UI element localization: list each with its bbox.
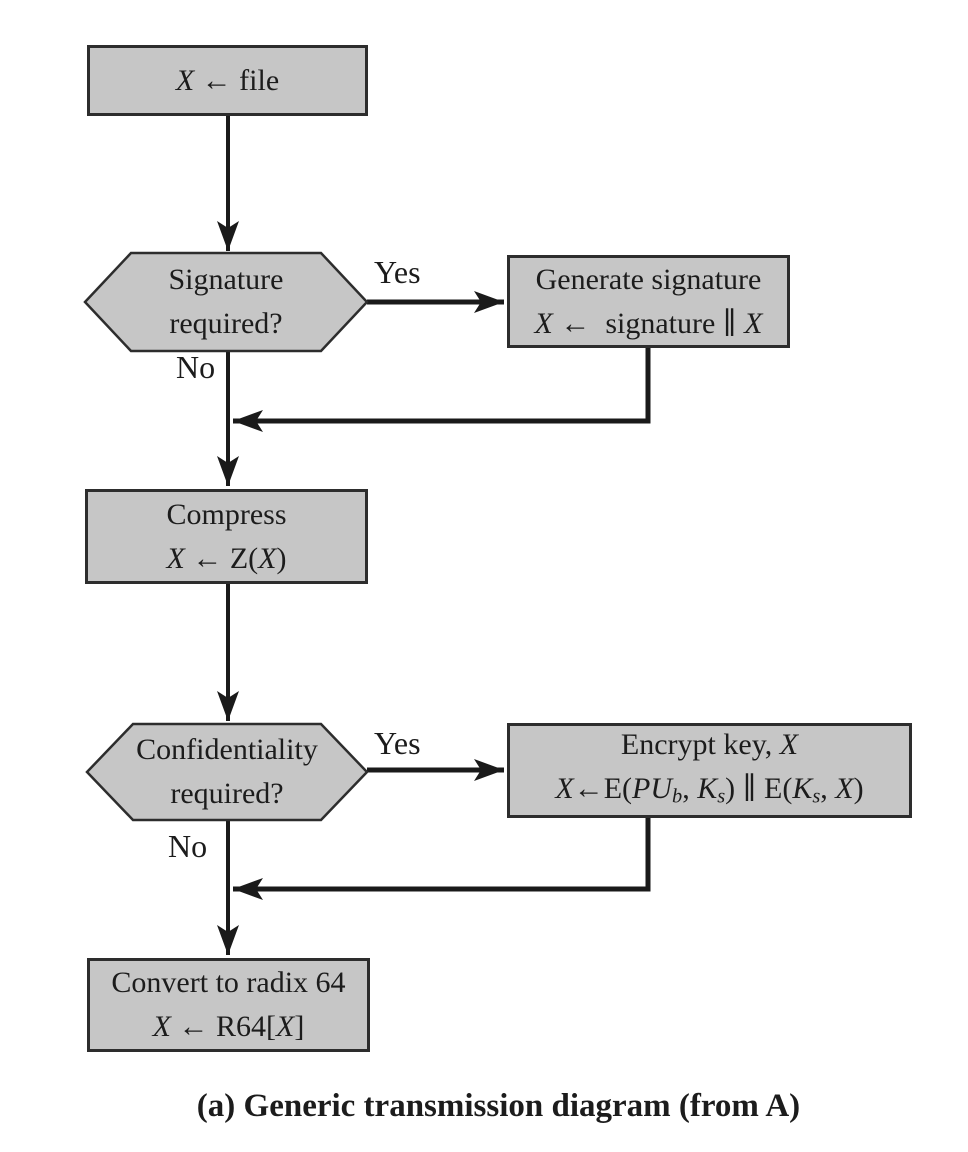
no-label-confidentiality: No <box>168 828 208 864</box>
confidentiality-decision-label: Confidentiality required? <box>87 724 367 820</box>
process-box-file: X ← file <box>87 45 368 116</box>
process-box-encrypt: Encrypt key, X X←E(PUb, Ks) ∥ E(Ks, X) <box>507 723 912 818</box>
signature-decision-line1: Signature <box>168 263 284 296</box>
compress-box-line1: Compress <box>166 497 287 531</box>
generate-box-line2: X ← signature ∥ X <box>534 306 763 340</box>
encrypt-box-line1: Encrypt key, X <box>620 727 799 761</box>
encrypt-box-line2: X←E(PUb, Ks) ∥ E(Ks, X) <box>555 771 864 808</box>
confidentiality-decision-shape <box>85 722 369 822</box>
file-box-text: X ← file <box>175 63 280 97</box>
no-label-signature: No <box>176 349 216 385</box>
signature-decision-shape <box>83 251 369 353</box>
compress-box-line2: X ← Z(X) <box>166 541 287 575</box>
arrow-generate-return <box>233 348 651 432</box>
radix-box-line2: X ← R64[X] <box>152 1010 305 1043</box>
radix-box-line1: Convert to radix 64 <box>111 966 346 999</box>
confidentiality-decision-line1: Confidentiality <box>136 733 318 766</box>
process-box-convert-radix64: Convert to radix 64 X ← R64[X] <box>87 958 370 1052</box>
yes-label-signature: Yes <box>374 254 421 290</box>
process-box-generate-signature: Generate signature X ← signature ∥ X <box>507 255 790 348</box>
confidentiality-decision-line2: required? <box>170 777 284 810</box>
signature-decision-line2: required? <box>169 307 283 340</box>
arrow-encrypt-return <box>233 818 651 900</box>
figure-caption: (a) Generic transmission diagram (from A… <box>196 1088 801 1124</box>
process-box-compress: Compress X ← Z(X) <box>85 489 368 584</box>
generate-box-line1: Generate signature <box>535 262 762 296</box>
signature-decision-label: Signature required? <box>85 253 367 351</box>
yes-label-confidentiality: Yes <box>374 725 421 761</box>
